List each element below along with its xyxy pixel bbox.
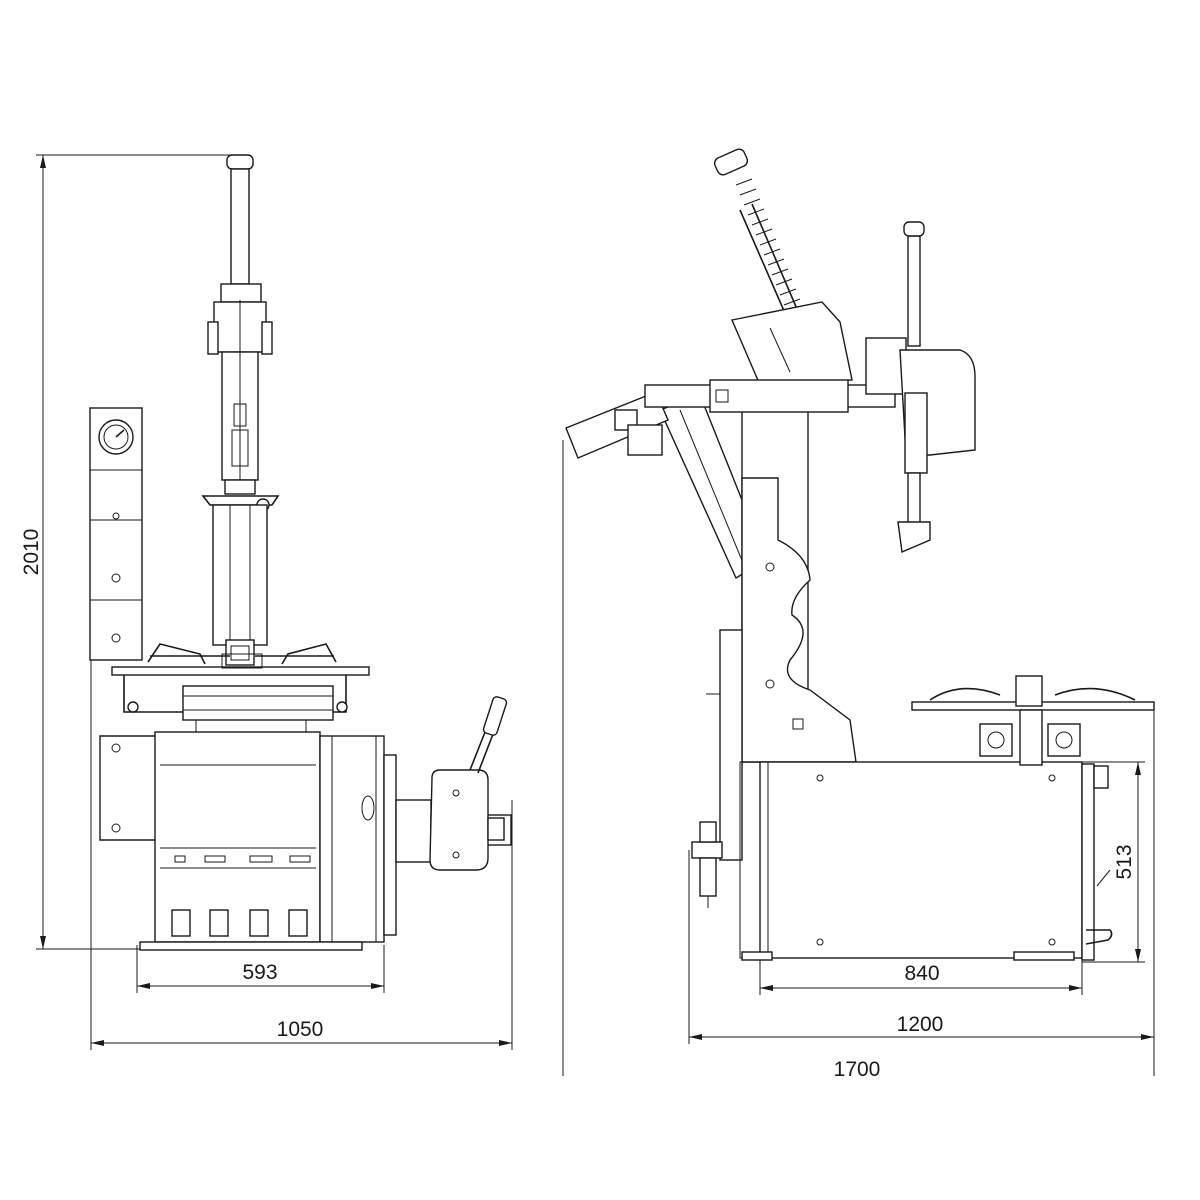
horizontal-beam xyxy=(644,221,976,554)
side-view: 513 840 1200 1700 xyxy=(562,148,1155,1081)
turntable xyxy=(111,643,370,733)
dimension-1700: 1700 xyxy=(562,440,881,1081)
clamp-left xyxy=(979,723,1013,757)
front-view: 2010 xyxy=(20,154,513,1050)
dimension-label-1700: 1700 xyxy=(834,1058,881,1081)
front-body xyxy=(99,731,397,951)
dimension-label-513: 513 xyxy=(1113,844,1136,879)
clamp-right xyxy=(1047,723,1081,757)
dimension-593: 593 xyxy=(136,945,385,993)
side-column xyxy=(706,399,857,861)
side-body xyxy=(739,761,1113,961)
dimension-840: 840 xyxy=(759,960,1083,995)
dimension-label-1050: 1050 xyxy=(277,1018,324,1041)
dimension-label-840: 840 xyxy=(904,962,939,985)
foot-pedals xyxy=(171,909,308,937)
gauge-panel xyxy=(89,407,143,661)
front-post xyxy=(201,154,280,666)
dimension-label-2010: 2010 xyxy=(20,529,43,576)
dimension-label-1200: 1200 xyxy=(897,1013,944,1036)
dimension-label-593: 593 xyxy=(242,961,277,984)
dimension-513: 513 xyxy=(1082,761,1145,963)
dimension-1200: 1200 xyxy=(688,710,1155,1076)
dimension-2010: 2010 xyxy=(20,154,240,950)
side-arm xyxy=(565,148,853,580)
air-filter xyxy=(691,821,723,908)
spring-coil xyxy=(735,178,801,306)
bead-breaker xyxy=(395,696,512,871)
side-turntable xyxy=(911,675,1155,766)
dimension-1050: 1050 xyxy=(90,660,513,1050)
